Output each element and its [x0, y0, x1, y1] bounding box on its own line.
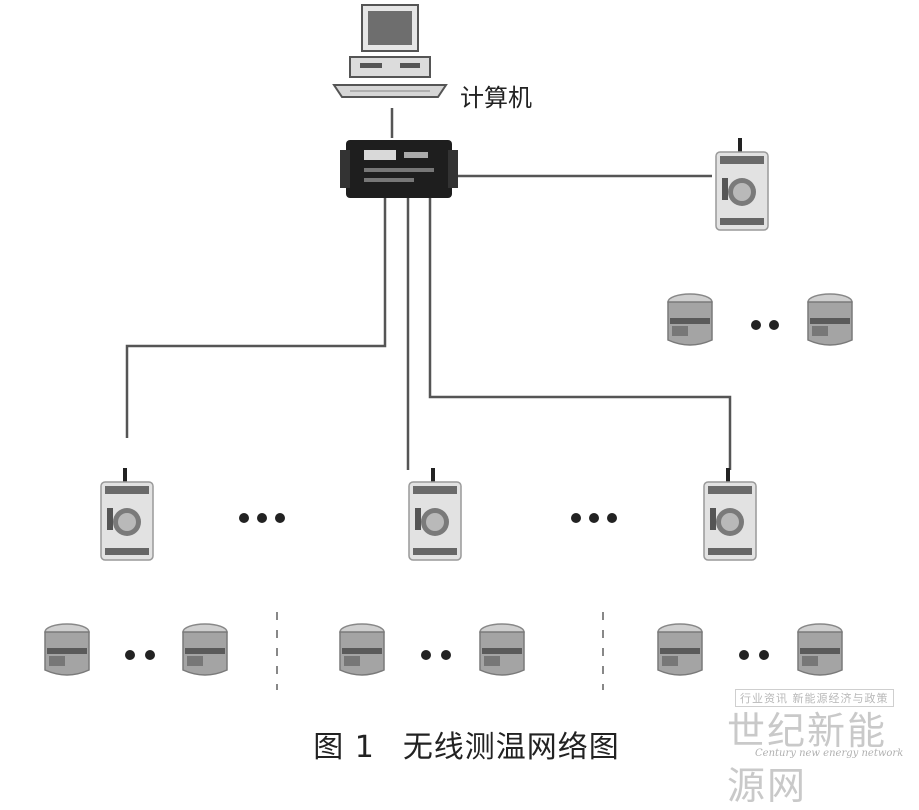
caption-prefix: 图 1: [313, 730, 375, 765]
line-gateway-repeater-left: [127, 196, 385, 438]
sensor-bottom-left-2: [183, 624, 227, 675]
network-diagram: [0, 0, 919, 764]
sensor-bottom-middle-1: [340, 624, 384, 675]
repeater-right: [704, 468, 756, 560]
computer-label: 计算机: [460, 78, 532, 113]
gateway-icon: [340, 140, 458, 198]
sensor-bottom-middle-2: [480, 624, 524, 675]
sensor-bottom-left-1: [45, 624, 89, 675]
group-separators: [277, 612, 603, 690]
repeater-top-right: [716, 138, 768, 230]
repeater-left: [101, 468, 153, 560]
caption-title: 无线测温网络图: [403, 730, 620, 765]
ellipsis-dots: [751, 320, 779, 330]
sensor-bottom-right-1: [658, 624, 702, 675]
computer-icon: [334, 5, 446, 97]
sensor-top-right-2: [808, 294, 852, 345]
repeater-middle: [409, 468, 461, 560]
watermark-subtitle: Century new energy network: [755, 748, 903, 759]
sensor-bottom-right-2: [798, 624, 842, 675]
sensor-top-right-1: [668, 294, 712, 345]
